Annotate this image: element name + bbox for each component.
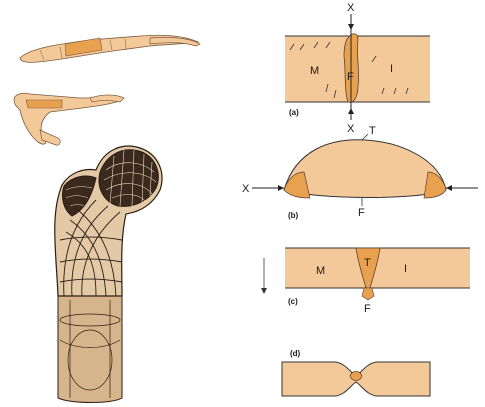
claw-flexed-illustration: [14, 93, 124, 145]
panel-d: (d): [282, 349, 430, 396]
panel-b-top-label: T: [369, 125, 376, 137]
panel-c: M T I F (c): [261, 248, 470, 315]
panel-d-label: (d): [290, 349, 301, 358]
panel-b-bottom-label: F: [358, 207, 365, 219]
panel-b-dome: [284, 140, 446, 198]
panel-c-region-m: M: [316, 265, 325, 277]
panel-a-region-m: M: [310, 65, 319, 77]
panel-a-axis-bottom: X: [347, 123, 355, 135]
panel-c-label: (c): [288, 297, 298, 306]
panel-a-label: (a): [289, 108, 299, 117]
panel-c-region-i: I: [404, 263, 407, 275]
panel-c-region-t: T: [364, 257, 371, 269]
panel-a: X X M F I (a): [285, 2, 430, 135]
panel-a-region-f: F: [347, 71, 354, 83]
claw-extended-illustration: [20, 35, 200, 62]
panel-a-region-i: I: [390, 63, 393, 75]
panel-b-label: (b): [288, 211, 299, 220]
panel-a-axis-top: X: [347, 2, 355, 14]
panel-c-bottom-label: F: [364, 303, 371, 315]
panel-b-axis-left: X: [242, 183, 250, 195]
femur-illustration: [55, 146, 162, 402]
panel-b: T F X (b): [242, 125, 478, 220]
